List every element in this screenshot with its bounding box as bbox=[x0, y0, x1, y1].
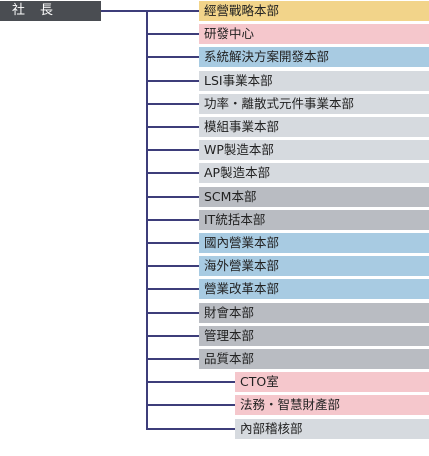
connector-finance bbox=[146, 311, 199, 314]
connector-ap-manufacturing bbox=[146, 172, 199, 175]
connector-quality bbox=[146, 358, 199, 360]
connector-sales-reform bbox=[146, 288, 199, 291]
connector-it-management bbox=[146, 218, 199, 221]
dept-system-solutions: 系統解決方案開發本部 bbox=[199, 47, 429, 68]
dept-scm: SCM本部 bbox=[199, 186, 429, 207]
dept-rnd-center: 研發中心 bbox=[199, 24, 429, 45]
dept-lsi: LSI事業本部 bbox=[199, 70, 429, 91]
dept-power-discrete: 功率・離散式元件事業本部 bbox=[199, 93, 429, 114]
dept-domestic-sales: 國內營業本部 bbox=[199, 233, 429, 253]
dept-module: 模組事業本部 bbox=[199, 117, 429, 137]
dept-sales-reform: 營業改革本部 bbox=[199, 279, 429, 300]
connector-legal-ip-finance bbox=[146, 404, 235, 407]
dept-overseas-sales: 海外營業本部 bbox=[199, 256, 429, 277]
connector-scm bbox=[146, 195, 199, 198]
sub-legal-ip-finance: 法務・智慧財產部 bbox=[235, 395, 429, 416]
connector-internal-audit bbox=[146, 427, 235, 430]
dept-finance: 財會本部 bbox=[199, 302, 429, 323]
connector-administration bbox=[146, 334, 199, 337]
connector-domestic-sales bbox=[146, 242, 199, 244]
dept-administration: 管理本部 bbox=[199, 325, 429, 346]
connector-cto-office bbox=[146, 381, 235, 384]
connector-system-solutions bbox=[146, 56, 199, 59]
connector-power-discrete bbox=[146, 102, 199, 105]
dept-business-strategy: 經營戰略本部 bbox=[199, 1, 429, 21]
connector-lsi bbox=[146, 79, 199, 82]
dept-wp-manufacturing: WP製造本部 bbox=[199, 140, 429, 161]
sub-internal-audit: 內部稽核部 bbox=[235, 418, 429, 439]
sub-cto-office: CTO室 bbox=[235, 372, 429, 393]
connector-overseas-sales bbox=[146, 265, 199, 268]
connector-business-strategy bbox=[146, 10, 199, 12]
president-connector bbox=[101, 10, 147, 12]
connector-wp-manufacturing bbox=[146, 149, 199, 152]
connector-module bbox=[146, 126, 199, 128]
dept-ap-manufacturing: AP製造本部 bbox=[199, 163, 429, 184]
dept-quality: 品質本部 bbox=[199, 349, 429, 369]
dept-it-management: IT統括本部 bbox=[199, 209, 429, 230]
connector-rnd-center bbox=[146, 33, 199, 36]
president-box: 社 長 bbox=[0, 1, 101, 21]
